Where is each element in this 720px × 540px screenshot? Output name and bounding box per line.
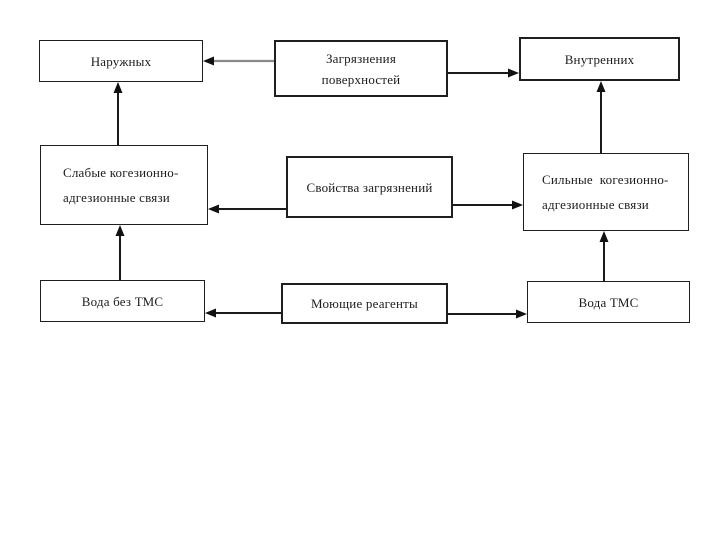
- arrow-water-no-tms-to-weak-bonds: [115, 225, 125, 280]
- arrow-reagents-to-water-no-tms: [205, 308, 281, 318]
- node-reagents-label: Моющие реагенты: [311, 296, 418, 311]
- arrow-contamination-to-external: [203, 56, 274, 66]
- node-water-no-tms-label: Вода без ТМС: [81, 293, 164, 309]
- node-properties: Свойства загрязнений: [286, 156, 453, 218]
- node-internal: Внутренних: [519, 37, 680, 81]
- node-water-tms-label: Вода ТМС: [578, 294, 639, 310]
- node-contamination: Загрязнения поверхностей: [274, 40, 448, 97]
- node-water-tms: Вода ТМС: [527, 281, 690, 323]
- node-contamination-line2: поверхностей: [321, 71, 401, 87]
- node-strong-bonds-line1: Сильные когезионно-: [542, 172, 669, 187]
- node-properties-label: Свойства загрязнений: [306, 179, 433, 195]
- node-water-no-tms: Вода без ТМС: [40, 280, 205, 322]
- node-contamination-line1: Загрязнения: [325, 50, 397, 66]
- arrow-reagents-to-water-tms: [448, 309, 527, 319]
- node-strong-bonds-line2: адгезионные связи: [542, 197, 649, 212]
- arrow-water-tms-to-strong-bonds: [599, 231, 609, 281]
- arrow-properties-to-strong-bonds: [453, 200, 523, 210]
- node-internal-label: Внутренних: [564, 51, 635, 67]
- node-external: Наружных: [39, 40, 203, 82]
- node-weak-bonds-line2: адгезионные связи: [63, 190, 170, 205]
- arrow-weak-bonds-to-external: [113, 82, 123, 145]
- node-weak-bonds: Слабые когезионно- адгезионные связи: [40, 145, 208, 225]
- arrow-strong-bonds-to-internal: [596, 81, 606, 153]
- arrow-contamination-to-internal: [448, 68, 519, 78]
- node-weak-bonds-line1: Слабые когезионно-: [63, 165, 179, 180]
- node-strong-bonds: Сильные когезионно- адгезионные связи: [523, 153, 689, 231]
- node-reagents: Моющие реагенты: [281, 283, 448, 324]
- node-external-label: Наружных: [90, 53, 152, 69]
- arrow-properties-to-weak-bonds: [208, 204, 286, 214]
